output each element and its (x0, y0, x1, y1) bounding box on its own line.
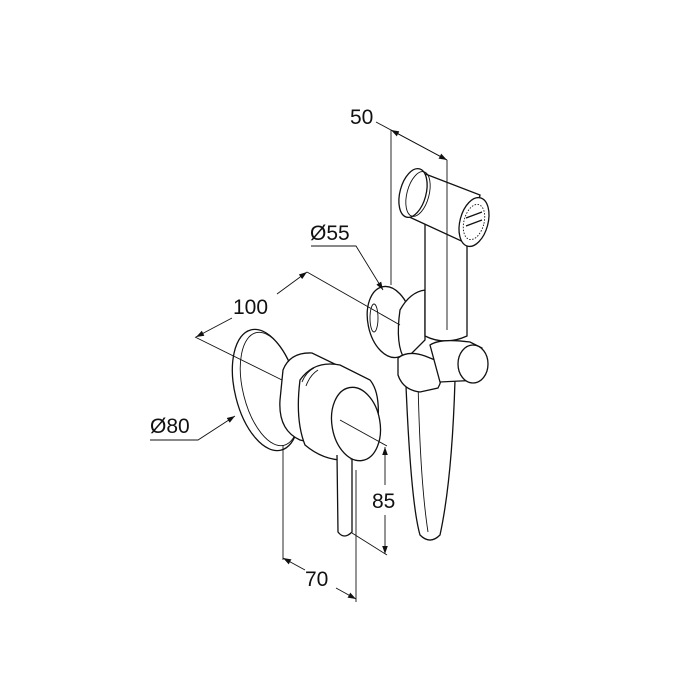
dimension-o55: Ø55 (310, 222, 384, 291)
dimension-70: 70 (282, 445, 357, 602)
dimension-o80: Ø80 (150, 415, 236, 441)
dimension-label: Ø55 (310, 222, 350, 245)
holder-knob (457, 344, 489, 384)
dimension-label: 85 (372, 490, 395, 513)
mixer-valve (231, 328, 382, 537)
mixer-lever (336, 454, 353, 537)
dimension-label: 100 (233, 296, 268, 319)
dimension-50: 50 (350, 106, 448, 330)
hose-loop (404, 359, 456, 541)
mixer-knob-face (330, 386, 382, 462)
spray-face (458, 196, 490, 248)
dimension-85: 85 (339, 419, 395, 556)
dimension-100: 100 (194, 271, 401, 381)
dimension-label: Ø80 (150, 415, 190, 438)
handshower-set (366, 167, 490, 541)
dimension-label: 50 (350, 106, 373, 129)
dimension-label: 70 (305, 568, 328, 591)
